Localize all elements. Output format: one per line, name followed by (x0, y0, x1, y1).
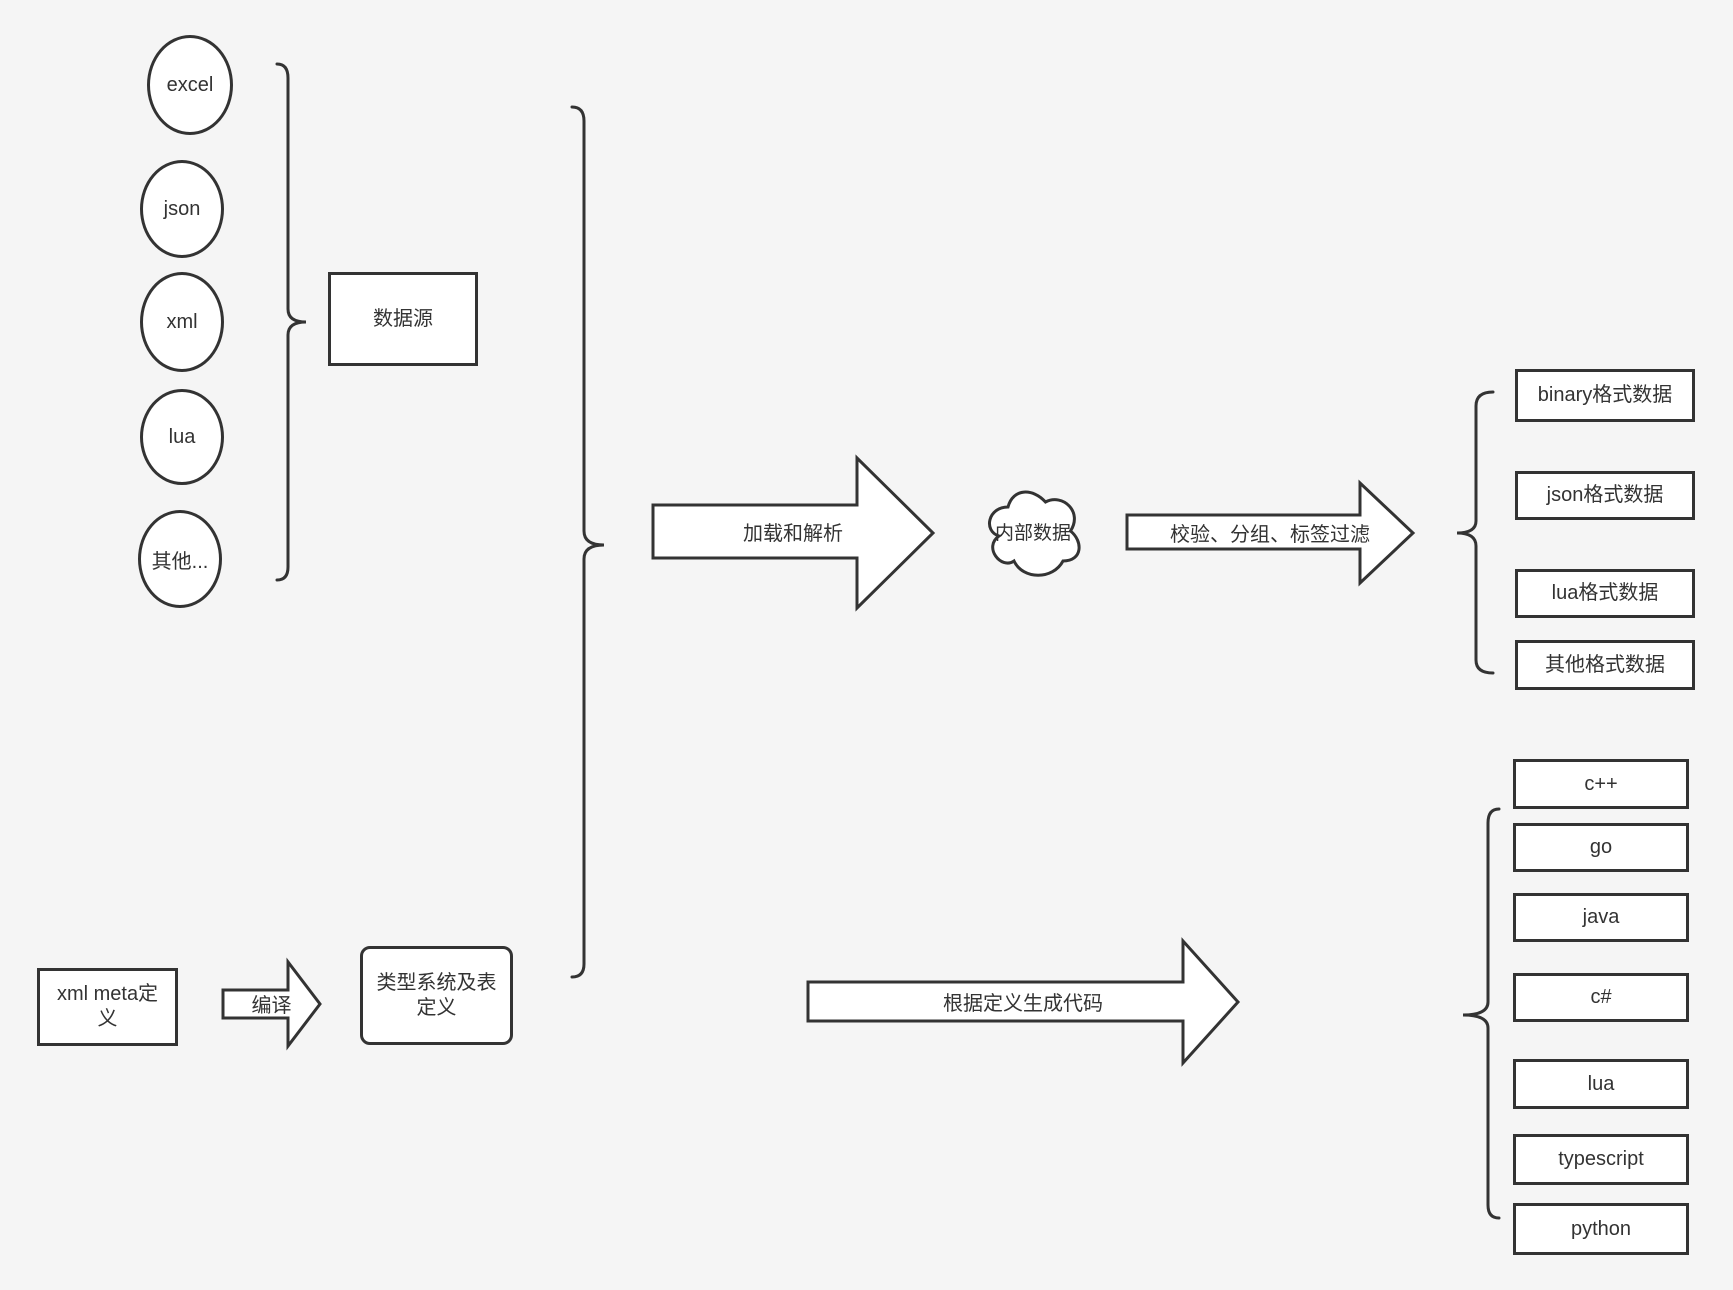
type-system-definition-box: 类型系统及表定义 (360, 946, 513, 1045)
internal-data-cloud-label: 内部数据 (994, 523, 1071, 544)
format-box-other: 其他格式数据 (1515, 640, 1695, 690)
language-box-python: python (1513, 1203, 1689, 1255)
source-circle-json: json (140, 160, 224, 258)
source-circle-xml: xml (140, 272, 224, 372)
filter-arrow-label: 校验、分组、标签过滤 (1170, 523, 1370, 546)
data-source-box: 数据源 (328, 272, 478, 366)
language-box-lua: lua (1513, 1059, 1689, 1109)
source-circle-excel: excel (147, 35, 233, 135)
internal-data-cloud-shape (988, 490, 1081, 577)
pipeline-brace (570, 105, 605, 979)
language-box-typescript: typescript (1513, 1134, 1689, 1185)
source-circle-lua: lua (140, 389, 224, 485)
load-parse-arrow-shape (651, 454, 936, 612)
language-box-cpp: c++ (1513, 759, 1689, 809)
language-box-csharp: c# (1513, 973, 1689, 1022)
format-box-lua: lua格式数据 (1515, 569, 1695, 618)
generate-code-arrow-label: 根据定义生成代码 (943, 993, 1103, 1015)
source-circle-other: 其他... (138, 510, 222, 608)
compile-arrow-label: 编译 (251, 994, 292, 1017)
sources-brace (275, 62, 307, 582)
compile-arrow-shape (221, 957, 322, 1051)
xml-meta-definition-box: xml meta定义 (37, 968, 178, 1046)
format-box-json: json格式数据 (1515, 471, 1695, 520)
generate-code-arrow-shape (806, 937, 1241, 1067)
filter-arrow-shape (1125, 479, 1416, 587)
language-box-java: java (1513, 893, 1689, 942)
formats-brace (1456, 390, 1495, 675)
format-box-binary: binary格式数据 (1515, 369, 1695, 422)
languages-brace (1462, 807, 1501, 1220)
language-box-go: go (1513, 823, 1689, 872)
load-parse-arrow-label: 加载和解析 (743, 523, 843, 545)
